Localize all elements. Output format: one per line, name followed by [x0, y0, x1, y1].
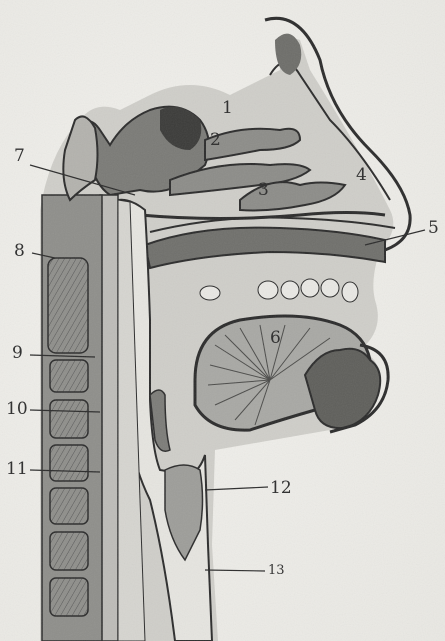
label-7: 7: [14, 148, 25, 165]
label-6: 6: [270, 330, 281, 347]
label-5: 5: [428, 220, 439, 237]
label-1: 1: [222, 100, 233, 117]
label-13: 13: [268, 564, 285, 577]
label-12: 12: [270, 480, 292, 497]
label-2: 2: [210, 132, 221, 149]
label-3: 3: [258, 182, 269, 199]
label-8: 8: [14, 243, 25, 260]
label-4: 4: [356, 167, 367, 184]
label-11: 11: [6, 461, 28, 478]
label-9: 9: [12, 345, 23, 362]
label-10: 10: [6, 401, 28, 418]
